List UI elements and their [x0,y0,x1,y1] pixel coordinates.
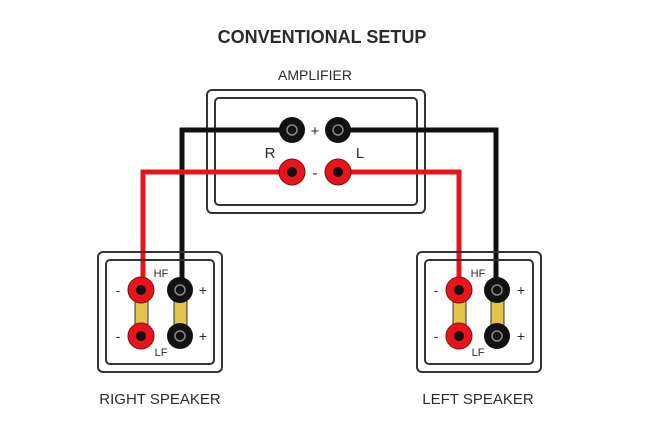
right-lf-label: LF [155,347,168,359]
amplifier-label: AMPLIFIER [278,67,352,83]
amp-minus-label: - [313,165,318,182]
right-speaker [97,251,223,373]
amp-plus-label: + [311,123,320,140]
right-negative-wire [140,169,292,290]
right-speaker-label: RIGHT SPEAKER [99,391,221,408]
right-hf-positive-terminal [167,277,193,303]
left-speaker-label: LEFT SPEAKER [422,391,534,408]
amp-right-negative-terminal [278,158,306,186]
left-lf-positive-terminal [484,323,510,349]
left-hf-label: HF [471,268,486,280]
left-hf-negative-terminal [445,276,473,304]
diagram-title: CONVENTIONAL SETUP [218,27,427,47]
amp-left-positive-terminal [325,117,351,143]
left-lf-plus: + [517,328,525,344]
right-lf-negative-terminal [127,322,155,350]
amp-left-negative-terminal [324,158,352,186]
right-lf-plus: + [199,328,207,344]
left-hf-minus: - [434,282,439,298]
amp-right-positive-terminal [279,117,305,143]
left-lf-label: LF [472,347,485,359]
amp-right-channel-label: R [265,145,276,162]
amp-left-channel-label: L [356,145,364,162]
left-positive-wire [338,127,499,290]
right-hf-minus: - [116,282,121,298]
right-hf-label: HF [154,268,169,280]
left-lf-negative-terminal [445,322,473,350]
right-lf-minus: - [116,328,121,344]
right-hf-negative-terminal [127,276,155,304]
right-lf-positive-terminal [167,323,193,349]
left-lf-minus: - [434,328,439,344]
left-speaker [416,251,542,373]
left-negative-wire [338,169,462,290]
right-hf-plus: + [199,282,207,298]
amplifier [206,89,426,214]
left-hf-positive-terminal [484,277,510,303]
left-hf-plus: + [517,282,525,298]
right-positive-wire [179,127,292,290]
